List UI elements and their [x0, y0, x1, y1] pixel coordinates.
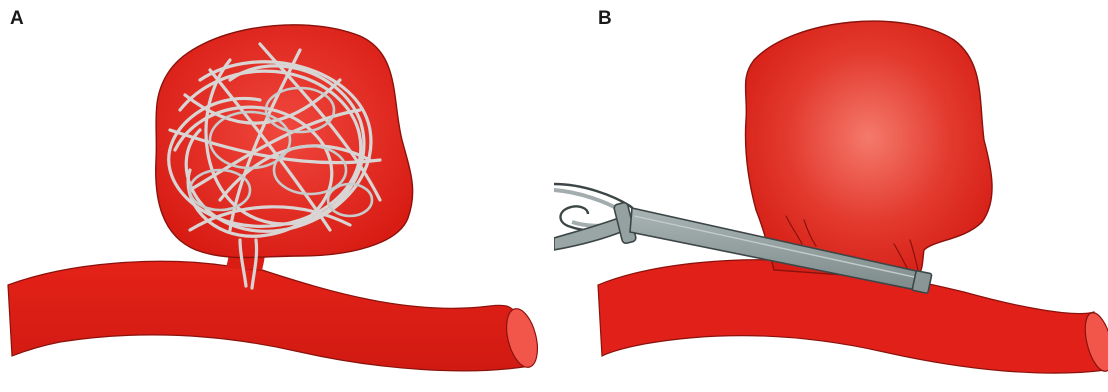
panel-a-label: A — [10, 8, 24, 30]
clipped-aneurysm-illustration — [554, 0, 1108, 392]
panel-b-label: B — [598, 8, 612, 30]
panel-b: B — [554, 0, 1108, 392]
clip-arm-upper — [554, 216, 626, 250]
clip-tip — [912, 271, 932, 294]
panel-a: A — [0, 0, 554, 392]
coiled-aneurysm-illustration — [0, 0, 554, 392]
parent-artery — [8, 261, 530, 370]
